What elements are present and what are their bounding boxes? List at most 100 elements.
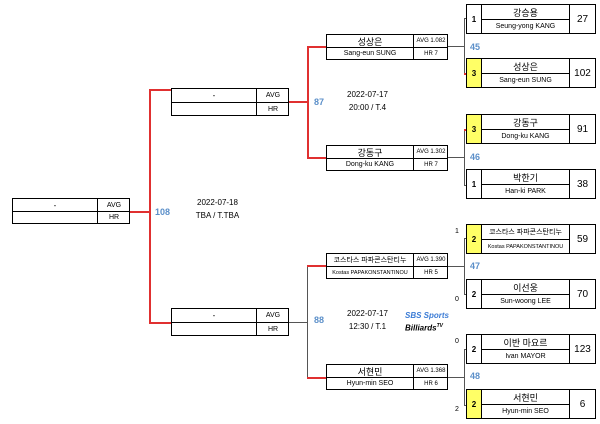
- final-hr: HR: [97, 211, 130, 223]
- qf-match-number: 45: [470, 42, 481, 52]
- qf-player-avg: AVG 1.082: [413, 35, 448, 47]
- semi-bottom-connector: [307, 377, 326, 379]
- qf-player-en: Kostas PAPAKONSTANTINOU: [327, 266, 413, 278]
- player-kr: 박한기: [481, 170, 569, 184]
- semi-slot-bottom: - AVG HR: [171, 308, 289, 336]
- final-info: 2022-07-18 TBA / T.TBA: [180, 196, 255, 222]
- semi-top-match-number: 87: [314, 97, 325, 107]
- semi-bottom-info: 2022-07-17 12:30 / T.1: [330, 307, 405, 333]
- sponsor-tv: TV: [436, 323, 443, 329]
- sbs-sports-billiards-logo: SBS Sports BilliardsTV: [405, 311, 449, 333]
- player-kr: 성상은: [481, 59, 569, 73]
- qf-player-slot: 성상은 AVG 1.082 Sang-eun SUNG HR 7: [326, 34, 448, 60]
- qf-connector: [448, 157, 465, 158]
- qf-player-en: Dong-ku KANG: [327, 158, 413, 170]
- semi-top-connector: [307, 46, 309, 158]
- final-venue: TBA / T.TBA: [195, 211, 240, 220]
- score: 91: [569, 115, 595, 143]
- r16-entry: 2 서현민 Hyun-min SEO 6: [466, 389, 596, 419]
- semi-bottom-avg: AVG: [256, 309, 289, 322]
- final-connector: [130, 211, 150, 213]
- qf-connector: [464, 349, 465, 405]
- semi-top-avg: AVG: [256, 89, 289, 102]
- qf-player-slot: 서현민 AVG 1.368 Hyun-min SEO HR 6: [326, 364, 448, 390]
- qf-player-slot: 강동구 AVG 1.302 Dong-ku KANG HR 7: [326, 145, 448, 171]
- player-en: Ivan MAYOR: [481, 349, 569, 363]
- r16-entry: 2 이선웅 Sun-woong LEE 70: [466, 279, 596, 309]
- player-kr: 이선웅: [481, 280, 569, 294]
- player-en: Sang-eun SUNG: [481, 73, 569, 87]
- sponsor-top: SBS Sports: [405, 311, 450, 320]
- player-kr: 코스타스 파파콘스탄티누: [481, 225, 569, 239]
- player-en: Sun-woong LEE: [481, 294, 569, 308]
- qf-connector: [464, 238, 465, 294]
- qf-player-en: Sang-eun SUNG: [327, 47, 413, 59]
- player-en: Seung-yong KANG: [481, 19, 569, 33]
- final-slot: - AVG HR: [12, 198, 130, 224]
- semi-bottom-connector: [289, 322, 308, 323]
- seed-number: 2: [467, 280, 481, 308]
- semi-bottom-connector: [307, 265, 326, 267]
- r16-entry: 3 강동구 Dong-ku KANG 91: [466, 114, 596, 144]
- qf-connector: [464, 18, 465, 74]
- semi-bottom-player-name: -: [212, 311, 216, 320]
- final-connector: [149, 89, 151, 323]
- qf-player-avg: AVG 1.302: [413, 146, 448, 158]
- small-score: 0: [455, 296, 459, 303]
- seed-number: 2: [467, 225, 481, 253]
- player-en: Hyun-min SEO: [481, 404, 569, 418]
- small-score: 2: [455, 406, 459, 413]
- semi-top-connector: [307, 46, 326, 48]
- qf-match-number: 48: [470, 371, 481, 381]
- semi-bottom-match-number: 88: [314, 315, 325, 325]
- qf-player-hr: HR 6: [413, 377, 448, 389]
- qf-connector: [448, 266, 465, 267]
- player-en: Kostas PAPAKONSTANTINOU: [481, 239, 569, 253]
- semi-bottom-time: 12:30 / T.1: [348, 322, 387, 331]
- qf-player-kr: 성상은: [357, 36, 383, 47]
- qf-match-number: 47: [470, 261, 481, 271]
- qf-player-en: Hyun-min SEO: [327, 377, 413, 389]
- final-connector: [149, 89, 171, 91]
- qf-player-hr: HR 7: [413, 158, 448, 170]
- r16-entry: 3 성상은 Sang-eun SUNG 102: [466, 58, 596, 88]
- seed-number: 1: [467, 170, 481, 198]
- r16-entry: 2 코스타스 파파콘스탄티누 Kostas PAPAKONSTANTINOU 5…: [466, 224, 596, 254]
- final-match-number: 108: [155, 207, 171, 217]
- qf-match-number: 46: [470, 152, 481, 162]
- seed-number: 1: [467, 5, 481, 33]
- qf-player-avg: AVG 1.390: [413, 254, 448, 266]
- qf-player-hr: HR 7: [413, 47, 448, 59]
- qf-player-hr: HR 5: [413, 266, 448, 278]
- qf-player-avg: AVG 1.368: [413, 365, 448, 377]
- seed-number: 3: [467, 59, 481, 87]
- player-en: Dong-ku KANG: [481, 129, 569, 143]
- player-en: Han-ki PARK: [481, 184, 569, 198]
- qf-connector: [448, 46, 465, 47]
- player-kr: 서현민: [481, 390, 569, 404]
- semi-bottom-hr: HR: [256, 322, 289, 335]
- score: 27: [569, 5, 595, 33]
- qf-player-slot: 코스타스 파파콘스탄티누 AVG 1.390 Kostas PAPAKONSTA…: [326, 253, 448, 279]
- semi-top-date: 2022-07-17: [347, 90, 388, 99]
- final-player-name: -: [53, 200, 57, 210]
- player-kr: 강승용: [481, 5, 569, 19]
- player-kr: 강동구: [481, 115, 569, 129]
- qf-player-kr: 코스타스 파파콘스탄티누: [333, 257, 407, 264]
- qf-player-kr: 강동구: [357, 147, 383, 158]
- score: 123: [569, 335, 595, 363]
- semi-bottom-connector: [307, 265, 308, 378]
- semi-top-connector: [307, 157, 326, 159]
- semi-bottom-date: 2022-07-17: [347, 309, 388, 318]
- sponsor-bottom: Billiards: [405, 323, 437, 333]
- qf-player-kr: 서현민: [357, 366, 383, 377]
- final-player-blank: [13, 211, 97, 223]
- small-score: 1: [455, 228, 459, 235]
- semi-bottom-blank: [172, 322, 256, 335]
- qf-connector: [448, 377, 465, 378]
- qf-connector: [464, 129, 465, 185]
- r16-entry: 1 박한기 Han-ki PARK 38: [466, 169, 596, 199]
- semi-top-blank: [172, 102, 256, 115]
- semi-top-info: 2022-07-17 20:00 / T.4: [330, 88, 405, 114]
- seed-number: 2: [467, 335, 481, 363]
